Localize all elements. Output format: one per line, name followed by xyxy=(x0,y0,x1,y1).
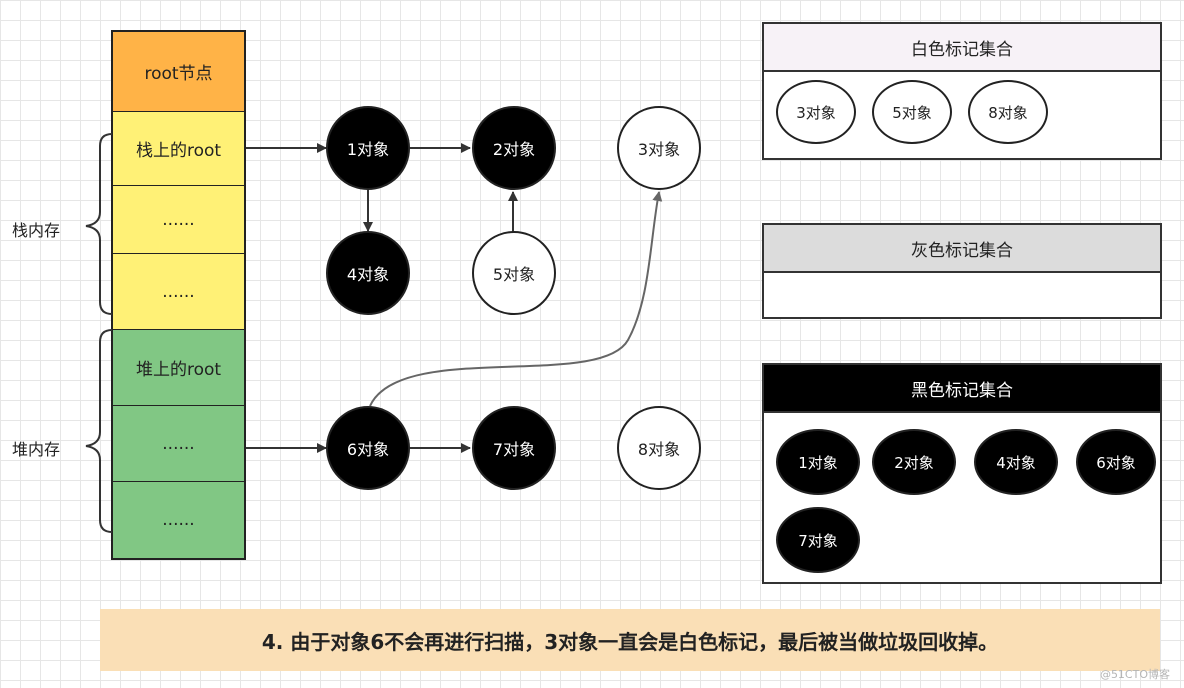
object-node-1: 1对象 xyxy=(326,106,410,190)
node-label: 1对象 xyxy=(346,140,390,159)
caption-text: 4. 由于对象6不会再进行扫描，3对象一直会是白色标记，最后被当做垃圾回收掉。 xyxy=(261,629,999,654)
cell-label: ...... xyxy=(162,281,195,302)
set-item-label: 2对象 xyxy=(894,453,934,472)
heap-root-cell: 堆上的root xyxy=(113,330,244,406)
object-node-8: 8对象 xyxy=(617,406,701,490)
set-item-label: 7对象 xyxy=(798,531,838,550)
black-set-item: 1对象 xyxy=(776,429,860,495)
set-item-label: 4对象 xyxy=(996,453,1036,472)
set-item-label: 3对象 xyxy=(796,103,836,122)
object-node-6: 6对象 xyxy=(326,406,410,490)
set-item-label: 6对象 xyxy=(1096,453,1136,472)
cell-label: 栈上的root xyxy=(135,141,222,161)
node-label: 7对象 xyxy=(492,440,536,459)
watermark: @51CTO博客 xyxy=(1099,668,1170,681)
set-item-label: 1对象 xyxy=(798,453,838,472)
set-item-label: 5对象 xyxy=(892,103,932,122)
cell-label: 堆上的root xyxy=(135,360,222,380)
stack-cell: ...... xyxy=(113,254,244,330)
object-node-7: 7对象 xyxy=(472,406,556,490)
stack-cell: ...... xyxy=(113,186,244,254)
root-node-cell: root节点 xyxy=(113,32,244,112)
heap-cell: ...... xyxy=(113,406,244,482)
cell-label: root节点 xyxy=(144,64,213,84)
object-node-3: 3对象 xyxy=(617,106,701,190)
black-set-item: 4对象 xyxy=(974,429,1058,495)
node-label: 3对象 xyxy=(637,140,681,159)
object-node-2: 2对象 xyxy=(472,106,556,190)
node-label: 8对象 xyxy=(637,440,681,459)
black-set-item: 2对象 xyxy=(872,429,956,495)
stack-brace xyxy=(85,133,113,315)
object-node-4: 4对象 xyxy=(326,231,410,315)
cell-label: ...... xyxy=(162,209,195,230)
set-item-label: 8对象 xyxy=(988,103,1028,122)
cell-label: ...... xyxy=(162,510,195,530)
heap-cell: ...... xyxy=(113,482,244,558)
white-set-title: 白色标记集合 xyxy=(764,24,1160,72)
stack-memory-label: 栈内存 xyxy=(12,221,61,240)
white-set-item: 5对象 xyxy=(872,80,952,144)
node-label: 6对象 xyxy=(346,440,390,459)
heap-brace xyxy=(85,329,113,533)
white-set-item: 3对象 xyxy=(776,80,856,144)
step-caption: 4. 由于对象6不会再进行扫描，3对象一直会是白色标记，最后被当做垃圾回收掉。 xyxy=(100,609,1160,671)
white-set-item: 8对象 xyxy=(968,80,1048,144)
object-node-5: 5对象 xyxy=(472,231,556,315)
cell-label: ...... xyxy=(162,433,195,454)
black-set-item: 7对象 xyxy=(776,507,860,573)
heap-memory-label: 堆内存 xyxy=(12,440,61,459)
arrow-6-to-3 xyxy=(369,191,663,407)
node-label: 4对象 xyxy=(346,265,390,284)
stack-root-cell: 栈上的root xyxy=(113,112,244,186)
gray-set-title: 灰色标记集合 xyxy=(764,225,1160,273)
memory-stack: root节点 栈上的root ...... ...... 堆上的root ...… xyxy=(111,30,246,560)
black-set-item: 6对象 xyxy=(1076,429,1156,495)
node-label: 5对象 xyxy=(492,265,536,284)
black-mark-set: 黑色标记集合 1对象 2对象 4对象 6对象 7对象 xyxy=(762,363,1162,584)
node-label: 2对象 xyxy=(492,140,536,159)
black-set-title: 黑色标记集合 xyxy=(764,365,1160,413)
white-mark-set: 白色标记集合 3对象 5对象 8对象 xyxy=(762,22,1162,160)
gray-mark-set: 灰色标记集合 xyxy=(762,223,1162,319)
